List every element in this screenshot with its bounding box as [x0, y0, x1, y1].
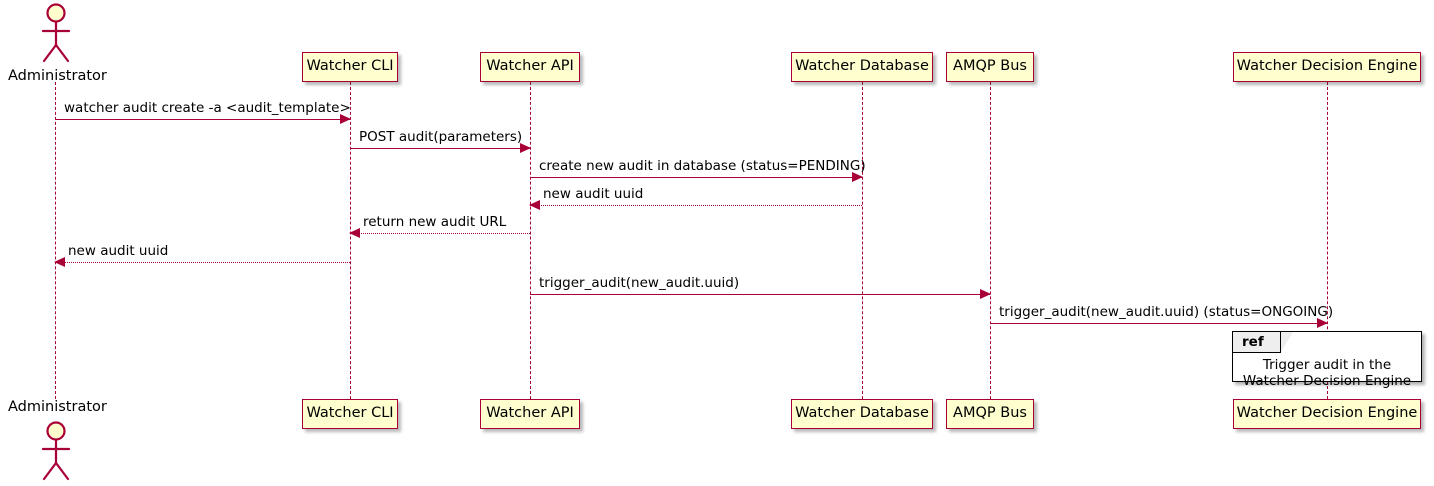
- message-line: [530, 294, 990, 295]
- participant-box-watcher-cli-top[interactable]: Watcher CLI: [302, 52, 398, 82]
- arrowhead-right-icon: [340, 114, 351, 124]
- actor-administrator-bottom: [33, 420, 79, 486]
- message-line: [530, 205, 862, 206]
- ref-fragment-tab-corner: [1281, 332, 1293, 352]
- participant-box-watcher-database-bottom[interactable]: Watcher Database: [791, 399, 933, 429]
- arrowhead-right-icon: [520, 143, 531, 153]
- participant-box-watcher-api-top[interactable]: Watcher API: [480, 52, 580, 82]
- actor-label-administrator-bottom: Administrator: [8, 399, 107, 415]
- arrowhead-right-icon: [1317, 318, 1328, 328]
- message-label: POST audit(parameters): [359, 129, 523, 145]
- arrowhead-left-icon: [349, 228, 360, 238]
- arrowhead-right-icon: [852, 172, 863, 182]
- lifeline-amqp: [990, 82, 991, 399]
- ref-fragment-line-2: Watcher Decision Engine: [1242, 373, 1412, 389]
- message-label: trigger_audit(new_audit.uuid): [539, 275, 740, 291]
- message-label: trigger_audit(new_audit.uuid) (status=ON…: [999, 304, 1334, 320]
- message-label: return new audit URL: [363, 214, 507, 230]
- message-label: new audit uuid: [543, 186, 644, 202]
- participant-box-watcher-cli-bottom[interactable]: Watcher CLI: [302, 399, 398, 429]
- message-line: [55, 119, 350, 120]
- lifeline-db: [862, 82, 863, 399]
- actor-label-administrator-top: Administrator: [8, 68, 107, 84]
- lifeline-api: [530, 82, 531, 399]
- lifeline-engine: [1327, 82, 1328, 399]
- message-label: create new audit in database (status=PEN…: [539, 158, 866, 174]
- participant-box-amqp-bus-top[interactable]: AMQP Bus: [946, 52, 1034, 82]
- arrowhead-left-icon: [54, 257, 65, 267]
- arrowhead-left-icon: [529, 200, 540, 210]
- participant-box-watcher-decision-engine-top[interactable]: Watcher Decision Engine: [1233, 52, 1421, 82]
- ref-fragment: ref Trigger audit in the Watcher Decisio…: [1232, 331, 1422, 389]
- message-line: [350, 233, 530, 234]
- participant-box-watcher-decision-engine-bottom[interactable]: Watcher Decision Engine: [1233, 399, 1421, 429]
- actor-administrator-top: [33, 2, 79, 68]
- participant-box-watcher-api-bottom[interactable]: Watcher API: [480, 399, 580, 429]
- lifeline-cli: [350, 82, 351, 399]
- participant-box-watcher-database-top[interactable]: Watcher Database: [791, 52, 933, 82]
- arrowhead-right-icon: [980, 289, 991, 299]
- message-line: [350, 148, 530, 149]
- message-line: [530, 177, 862, 178]
- actor-stick-figure-icon: [41, 3, 71, 63]
- actor-stick-figure-icon: [41, 421, 71, 481]
- message-line: [990, 323, 1327, 324]
- message-label: watcher audit create -a <audit_template>: [64, 100, 351, 116]
- message-label: new audit uuid: [68, 243, 169, 259]
- ref-fragment-line-1: Trigger audit in the: [1262, 357, 1392, 373]
- message-line: [55, 262, 350, 263]
- lifeline-admin: [55, 82, 56, 399]
- participant-box-amqp-bus-bottom[interactable]: AMQP Bus: [946, 399, 1034, 429]
- ref-fragment-tab-label: ref: [1233, 332, 1281, 353]
